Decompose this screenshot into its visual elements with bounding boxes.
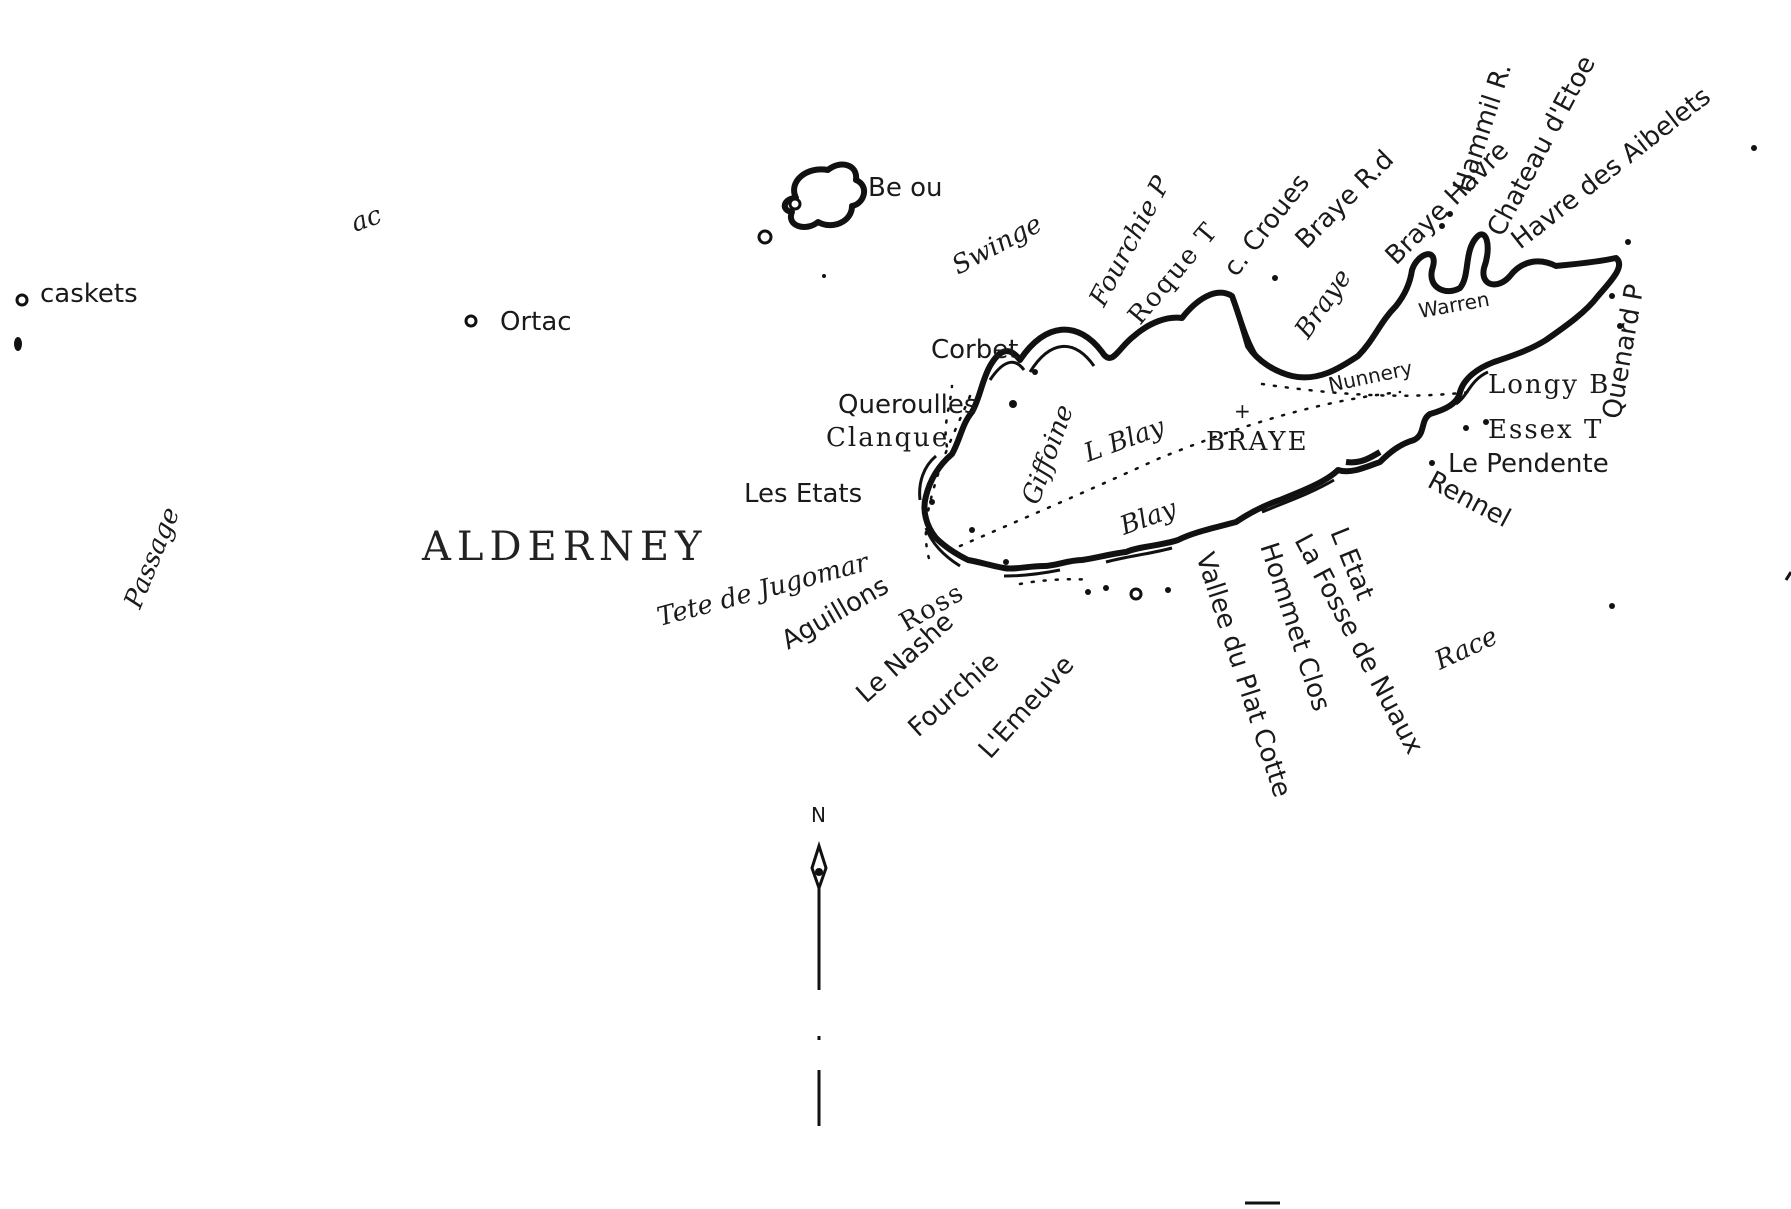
burhou-island	[757, 161, 868, 278]
braye-rd-label: Braye R.d	[1290, 145, 1400, 255]
alderney-coastline	[921, 231, 1623, 572]
blay-north-label: L Blay	[1079, 412, 1169, 469]
warren-label: Warren	[1417, 287, 1491, 323]
clanque-dot	[1009, 400, 1017, 408]
alderney-inner-coastline	[918, 303, 1489, 578]
passage-label: Passage	[118, 503, 186, 613]
casquets-rock-2	[14, 337, 22, 351]
east-edge-mark	[1784, 571, 1791, 581]
les-etats-label: Les Etats	[744, 479, 862, 509]
aibelets-dot	[1625, 239, 1631, 245]
casquets-rocks	[14, 293, 29, 351]
race-rock-2	[1609, 603, 1615, 609]
longy-b-label: Longy B	[1488, 370, 1610, 400]
braye-label: BRAYE	[1206, 427, 1309, 457]
passage-fragment-label: ac	[347, 200, 386, 239]
west-offshore-dots	[924, 394, 1092, 586]
fourchie-dot-2	[1103, 585, 1109, 591]
burhou-rock-2	[757, 229, 773, 245]
southern-path	[958, 390, 1402, 548]
north-arrow-pivot	[815, 868, 823, 876]
burhou-outline	[781, 161, 868, 230]
giffoine-label: Giffoine	[1016, 401, 1080, 509]
north-arrow-head	[810, 841, 828, 893]
burhou-label: Be ou	[868, 173, 942, 203]
north-arrow: N	[810, 803, 828, 1126]
aguillons-dot	[969, 527, 975, 533]
ortac-rock	[464, 314, 478, 328]
essex-t-label: Essex T	[1488, 415, 1603, 445]
swinge-label: Swinge	[947, 209, 1047, 281]
casquets-label: caskets	[40, 279, 138, 309]
race-label: Race	[1429, 621, 1502, 676]
hammil-dot	[1439, 223, 1445, 229]
burhou-rock-3	[822, 274, 826, 278]
burhou-rock-1	[788, 197, 802, 211]
south-reef-line	[1018, 577, 1092, 586]
pendente-dot	[1429, 460, 1435, 466]
casquets-rock-1	[15, 293, 29, 307]
le-pendente-label: Le Pendente	[1448, 449, 1609, 479]
blay-south-label: Blay	[1115, 494, 1181, 542]
alderney-island	[918, 231, 1623, 586]
essex-dot	[1483, 419, 1489, 425]
ortac-rock-mark	[464, 314, 478, 328]
fourchie-dot	[1085, 589, 1091, 595]
nunnery-label: Nunnery	[1326, 356, 1415, 397]
les-etats-dot	[929, 499, 935, 505]
corbet-label: Corbet	[931, 335, 1018, 365]
north-arrow-label: N	[811, 803, 826, 827]
quenard-dot-2	[1617, 323, 1623, 329]
quenard-dot-1	[1609, 293, 1615, 299]
queroulles-dot	[1032, 369, 1038, 375]
ortac-label: Ortac	[500, 307, 572, 337]
queroulles-label: Queroulles	[838, 390, 977, 420]
ross-dot	[1003, 559, 1009, 565]
clanque-label: Clanque	[826, 423, 949, 453]
west-reef-line	[924, 394, 972, 564]
braye-breakwater	[1345, 449, 1382, 466]
braye-havre-inner-label: Braye	[1289, 264, 1358, 345]
quenard-p-label: Quenard P	[1597, 282, 1650, 421]
longy-dot	[1463, 425, 1469, 431]
alderney-title: ALDERNEY	[421, 524, 707, 570]
western-path	[944, 384, 954, 460]
nunnery-path	[1260, 382, 1472, 397]
hammil-r-label: Hammil R.	[1448, 59, 1518, 196]
chateau-dot	[1447, 211, 1453, 217]
vallee-dot	[1165, 587, 1171, 593]
race-rock-1	[1751, 145, 1757, 151]
church-cross: +	[1234, 399, 1251, 423]
croues-dot	[1272, 275, 1278, 281]
emeuve-rock	[1129, 587, 1143, 601]
